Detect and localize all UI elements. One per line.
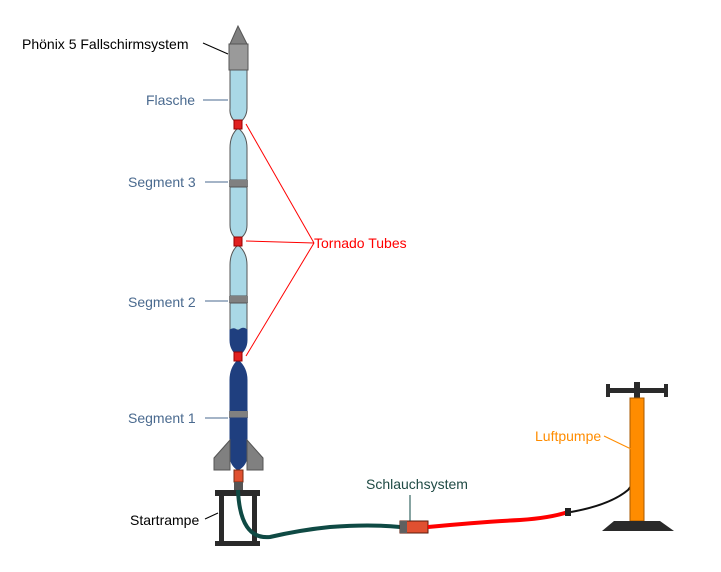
pump-rod	[634, 382, 640, 400]
water-upper	[229, 327, 248, 357]
label-pump: Luftpumpe	[535, 428, 602, 444]
pump-handle-cap-left	[606, 384, 610, 397]
bottle-segment-3-upper	[229, 127, 248, 181]
left-fin	[213, 438, 231, 471]
tornado-tube-3	[233, 351, 243, 362]
parachute-module	[228, 43, 249, 71]
hose-valve	[565, 508, 571, 516]
leader-tornado-1	[245, 123, 315, 244]
label-segment-2: Segment 2	[128, 294, 196, 310]
leader-tornado-3	[245, 242, 315, 357]
bottle-segment-2-lower	[229, 302, 248, 331]
label-tornado-tubes: Tornado Tubes	[314, 235, 407, 251]
nose-cone	[229, 24, 248, 45]
hose-red	[427, 510, 569, 529]
launch-coupling	[234, 482, 243, 490]
label-segment-3: Segment 3	[128, 174, 196, 190]
label-parachute: Phönix 5 Fallschirmsystem	[22, 36, 189, 52]
leader-parachute	[202, 42, 229, 55]
bottle-segment-2-upper	[229, 244, 248, 297]
label-segment-1: Segment 1	[128, 410, 196, 426]
bottle-segment-3-lower	[229, 186, 248, 241]
launchpad-bottom	[215, 541, 260, 546]
bottle-top	[229, 69, 248, 125]
tornado-tube-1	[233, 119, 243, 130]
pump-base	[602, 521, 674, 531]
leader-launchpad	[204, 512, 219, 520]
tornado-tube-2	[233, 236, 243, 247]
launchpad-right-leg	[252, 496, 257, 544]
label-bottle: Flasche	[146, 92, 196, 108]
hose-dark	[236, 489, 401, 540]
pump-cylinder	[629, 397, 645, 522]
leader-pump	[603, 435, 632, 450]
right-fin	[246, 438, 264, 471]
rocket-nozzle	[233, 469, 244, 483]
bottle-segment-1-lower	[229, 417, 248, 471]
pump-hose	[570, 471, 637, 513]
segment-3-joint	[229, 180, 248, 187]
bottle-segment-1-upper	[229, 359, 248, 412]
hose-connector-grey	[400, 521, 407, 533]
segment-1-joint	[229, 411, 248, 418]
leader-tornado-2	[245, 240, 315, 244]
segment-2-joint	[229, 296, 248, 303]
label-hose: Schlauchsystem	[366, 476, 468, 492]
label-launchpad: Startrampe	[130, 512, 200, 528]
pump-handle-cap-right	[664, 384, 668, 397]
launchpad-left-leg	[219, 496, 224, 544]
